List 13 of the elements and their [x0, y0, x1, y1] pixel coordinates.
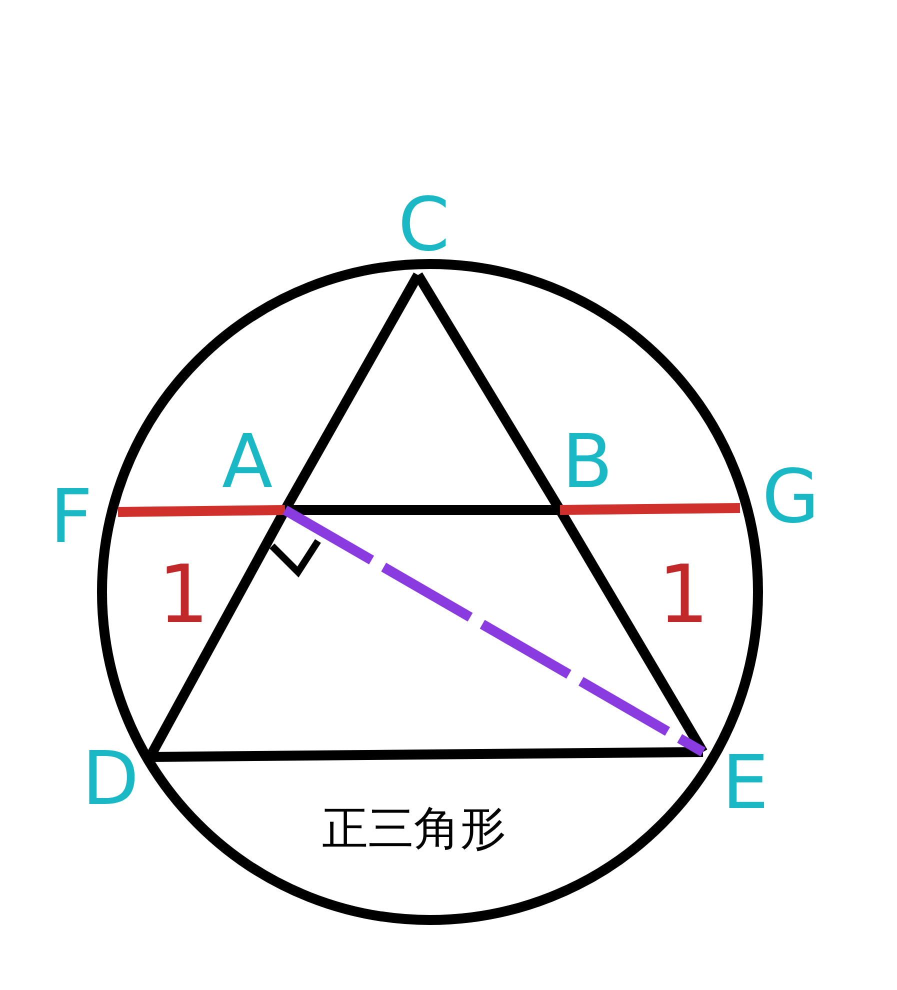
shape-caption: 正三角形: [322, 805, 506, 851]
line-segment: [118, 505, 286, 517]
point-label: E: [722, 746, 769, 820]
point-label: B: [562, 425, 613, 499]
segment-length: 1: [158, 555, 209, 635]
point-label: C: [398, 188, 450, 262]
point-label: D: [82, 742, 139, 816]
segment-length: 1: [658, 555, 709, 635]
line-segment: [282, 506, 706, 756]
line-segment: [560, 503, 740, 515]
point-label: F: [50, 480, 93, 554]
point-label: A: [222, 425, 273, 499]
point-label: G: [762, 460, 820, 534]
